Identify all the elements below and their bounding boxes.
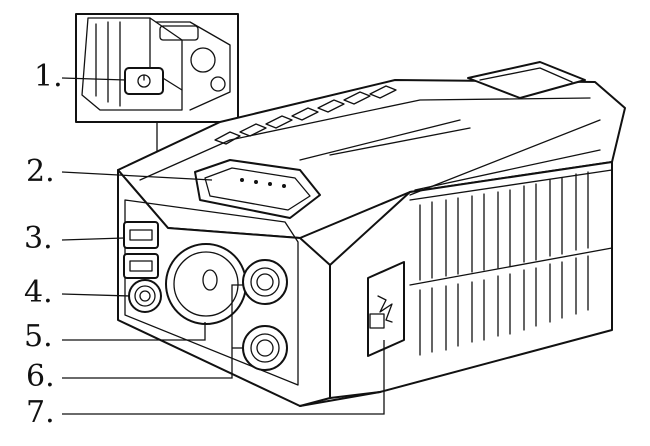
callout-3: 3. xyxy=(24,221,53,256)
callout-5: 5. xyxy=(24,319,53,354)
callout-4: 4. xyxy=(24,275,53,310)
dc-port xyxy=(128,279,162,313)
side-switch-panel xyxy=(367,261,405,357)
jump-sockets xyxy=(242,259,288,371)
callout-2: 2. xyxy=(26,154,55,189)
top-ridges xyxy=(214,85,397,145)
led-flashlight xyxy=(165,243,247,325)
top-display-panel xyxy=(194,159,321,219)
callout-6: 6. xyxy=(26,359,55,394)
side-ribs xyxy=(409,119,613,356)
switch-icon xyxy=(377,295,393,323)
callout-1: 1. xyxy=(34,59,63,94)
callout-7: 7. xyxy=(26,395,55,430)
usb-ports xyxy=(123,221,159,279)
leader-lines xyxy=(61,77,385,415)
device-body xyxy=(117,61,626,407)
inset-power-button xyxy=(124,67,164,95)
